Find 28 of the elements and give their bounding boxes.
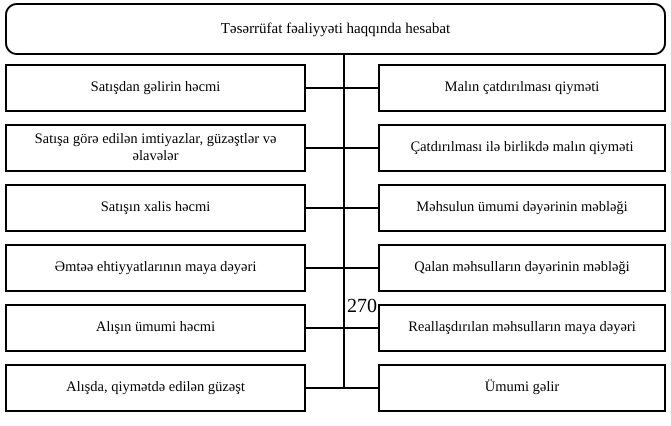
item-box xyxy=(5,184,306,232)
item-box xyxy=(378,304,666,352)
item-box xyxy=(378,64,666,112)
box-label: Təsərrüfat fəaliyyəti haqqında hesabat xyxy=(220,20,450,38)
box-label: Satışa görə edilən imtiyazlar, güzəştlər və əlavələr xyxy=(34,130,278,166)
box-label: Satışdan gəlirin həcmi xyxy=(90,79,220,97)
item-box xyxy=(378,124,666,172)
item-box xyxy=(5,124,306,172)
box-label: Məhsulun ümumi dəyərinin məbləği xyxy=(416,199,628,217)
box-label: Əmtəə ehtiyyatlarının maya dəyəri xyxy=(54,259,256,277)
connector-line xyxy=(343,55,378,389)
item-box xyxy=(5,364,306,412)
box-label: Çatdırılması ilə birlikdə malın qiyməti xyxy=(410,139,634,157)
item-box xyxy=(5,304,306,352)
box-label: Ümumi gəlir xyxy=(484,379,560,397)
item-box xyxy=(5,244,306,292)
item-box xyxy=(378,364,666,412)
item-box xyxy=(378,184,666,232)
page-number: 270 xyxy=(347,296,377,316)
box-label: Alışın ümumi həcmi xyxy=(96,319,216,337)
box-label: Qalan məhsulların dəyərinin məbləği xyxy=(414,259,630,277)
item-box xyxy=(5,64,306,112)
heading-box xyxy=(5,3,666,55)
box-label: Alışda, qiymətdə edilən güzəşt xyxy=(66,379,245,397)
box-label: Reallaşdırılan məhsulların maya dəyəri xyxy=(408,319,636,337)
item-box xyxy=(378,244,666,292)
box-label: Malın çatdırılması qiyməti xyxy=(444,79,600,97)
box-label: Satışın xalis həcmi xyxy=(100,199,210,217)
